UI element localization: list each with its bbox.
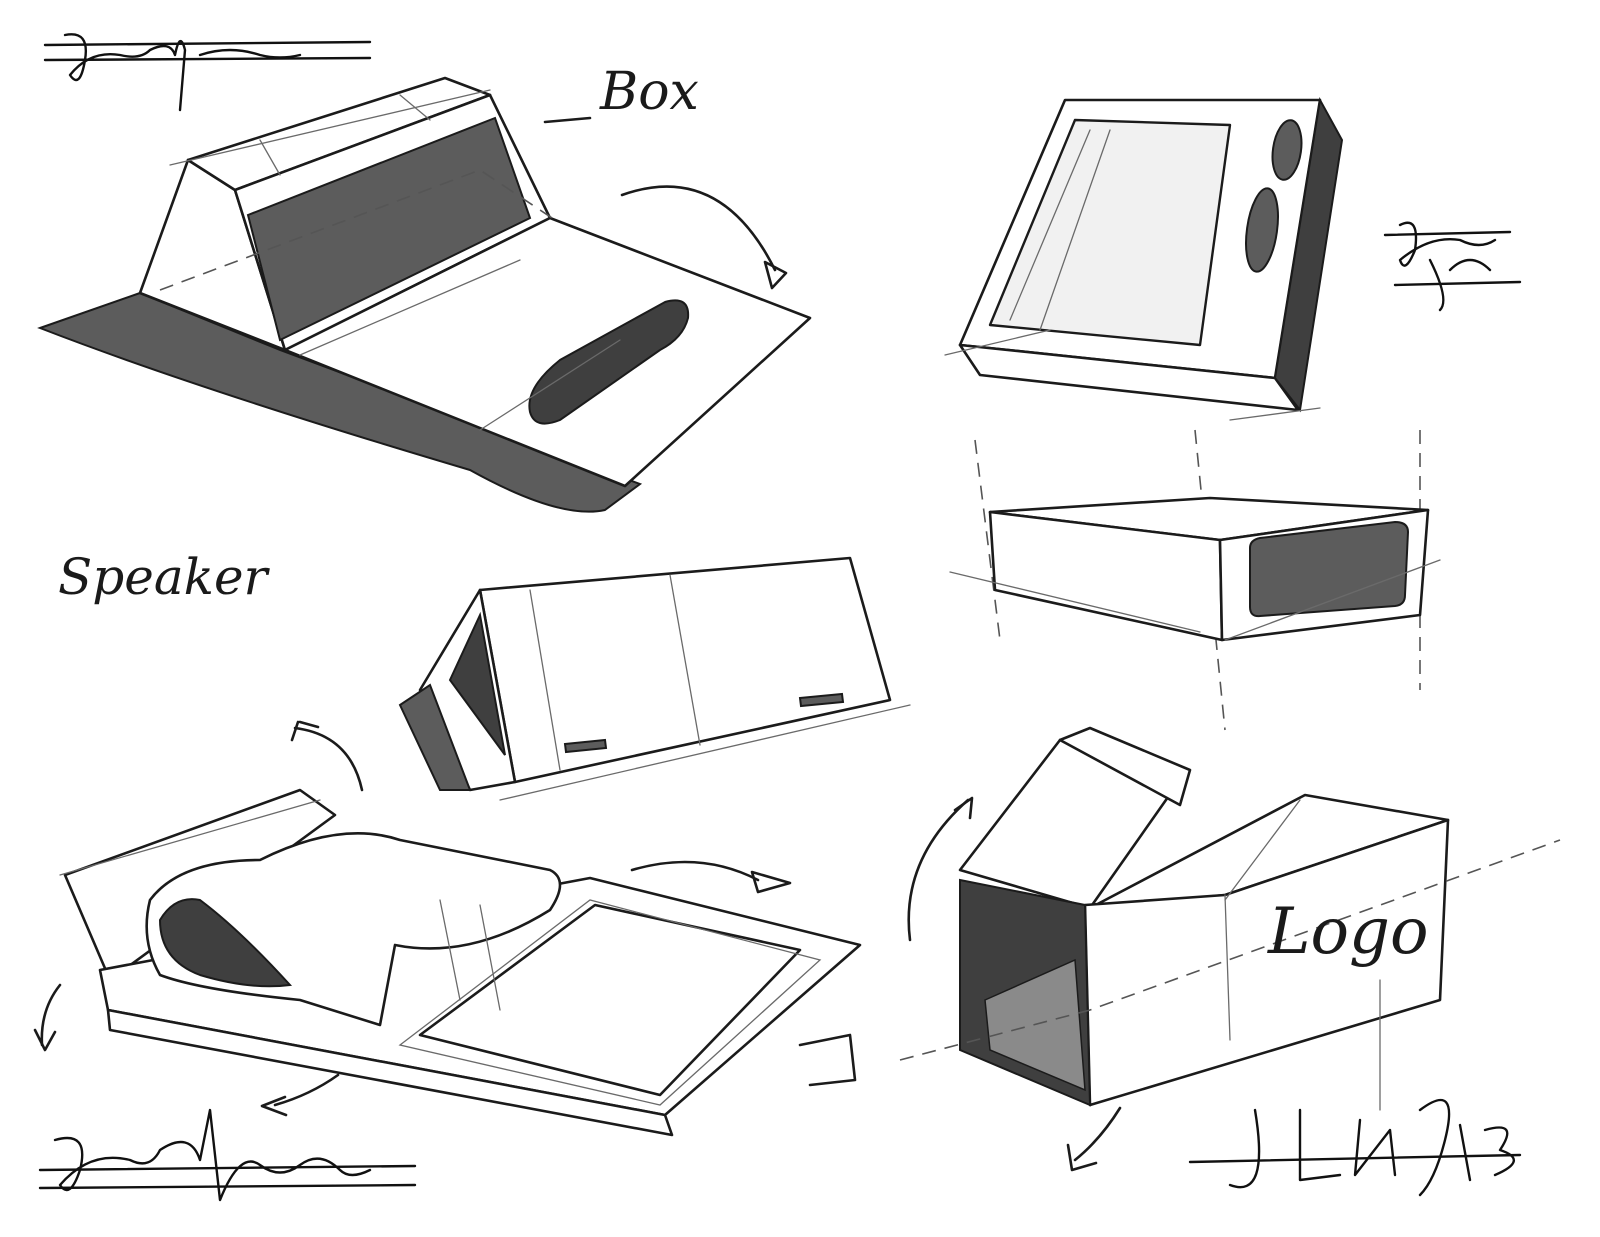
signature-top-left <box>43 33 372 112</box>
logo-box-sketch <box>899 726 1561 1111</box>
arrow-icon <box>763 260 788 290</box>
arrow-icon <box>630 860 760 882</box>
box-sketch <box>37 76 812 513</box>
signature-bottom-right <box>1188 1098 1522 1197</box>
arrow-icon <box>40 983 62 1047</box>
arrow-icon <box>1073 1106 1122 1162</box>
flat-speaker-sketch <box>949 429 1441 731</box>
arrow-icon <box>273 1073 340 1107</box>
tablet-sketch <box>944 96 1344 421</box>
base-sketch <box>59 788 862 1137</box>
triangle-speaker-sketch <box>398 556 911 801</box>
signature-bottom-left <box>38 1108 417 1202</box>
signature-right-middle <box>1383 221 1522 312</box>
arrow-icon <box>620 185 777 272</box>
logo-label: Logo <box>1268 895 1429 969</box>
speaker-label: Speaker <box>58 548 268 606</box>
arrow-icon <box>907 798 970 942</box>
arrow-icon <box>293 726 364 792</box>
box-label: Box <box>600 62 699 122</box>
